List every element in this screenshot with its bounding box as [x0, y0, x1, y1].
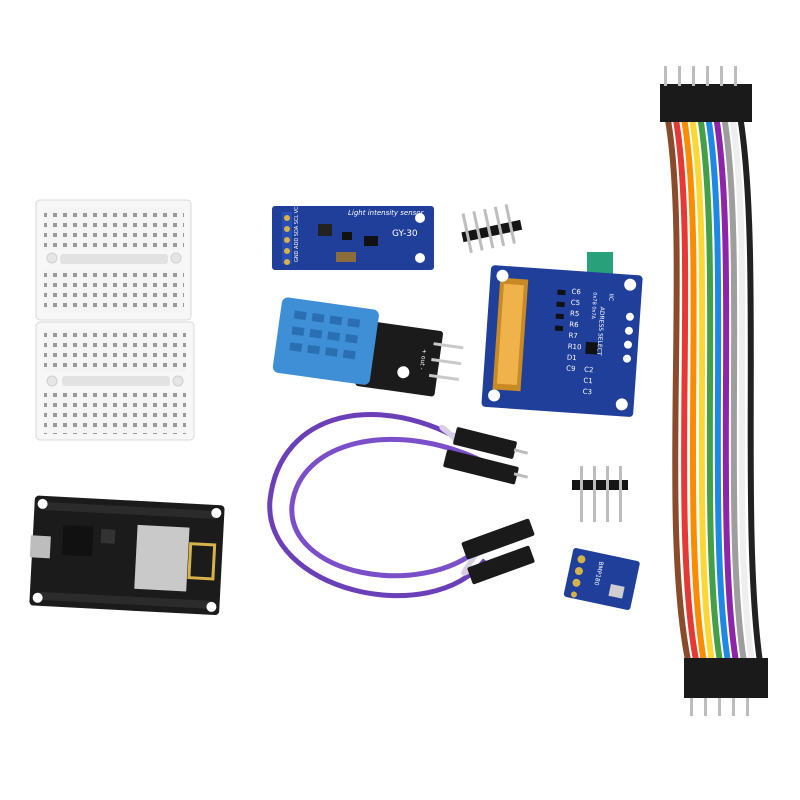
jumper-connectors-bottom: [461, 518, 535, 585]
oled-address-values: 0x78 0x7A: [590, 292, 598, 320]
oled-cap-label: C5: [570, 299, 580, 308]
mini-breadboard-bottom: [35, 321, 195, 441]
mini-breadboard-top: [35, 199, 192, 321]
oled-cap-label: D1: [567, 353, 577, 362]
bmp180-barometer-module: BMP180: [563, 548, 640, 610]
oled-cap-label: C1: [583, 377, 593, 386]
rainbow-bundle-connectors-bottom: [684, 658, 768, 716]
gy30-light-sensor-board: Light intensity sensor GY-30 GND ADD SDA…: [272, 202, 434, 270]
oled-cap-label: R10: [567, 342, 581, 351]
oled-cap-label: C9: [566, 364, 576, 373]
jumper-connectors-top: [443, 427, 529, 485]
light-sensor-pins: GND ADD SDA SCL VCC: [294, 202, 300, 262]
oled-cap-label: R7: [568, 332, 578, 341]
rainbow-bundle-connectors-top: [660, 66, 752, 122]
rainbow-jumper-bundle: [665, 115, 763, 663]
oled-cap-label: R6: [569, 321, 579, 330]
oled-cap-label: C2: [584, 366, 594, 375]
oled-display-module: C6 C5 R5 R6 R7 R10 D1 C9 C2 C1 C3 IIC AD…: [481, 252, 643, 417]
light-sensor-model: GY-30: [392, 229, 418, 239]
light-sensor-title: Light intensity sensor: [348, 209, 425, 217]
purple-jumper-wires: [267, 412, 487, 599]
pin-header-5: [461, 204, 523, 254]
oled-iic-label: IIC: [607, 293, 615, 301]
oled-cap-label: C3: [582, 388, 592, 397]
oled-address-label: ADRESS SELECT: [595, 307, 605, 357]
oled-cap-label: R5: [570, 310, 580, 319]
nodemcu-esp8266-board: [29, 495, 225, 616]
pin-header-4: [572, 466, 628, 522]
dht11-pin-label: + out -: [418, 348, 428, 370]
dht11-sensor-module: + out -: [272, 297, 464, 397]
barometer-label: BMP180: [592, 561, 604, 586]
oled-cap-label: C6: [571, 288, 581, 297]
